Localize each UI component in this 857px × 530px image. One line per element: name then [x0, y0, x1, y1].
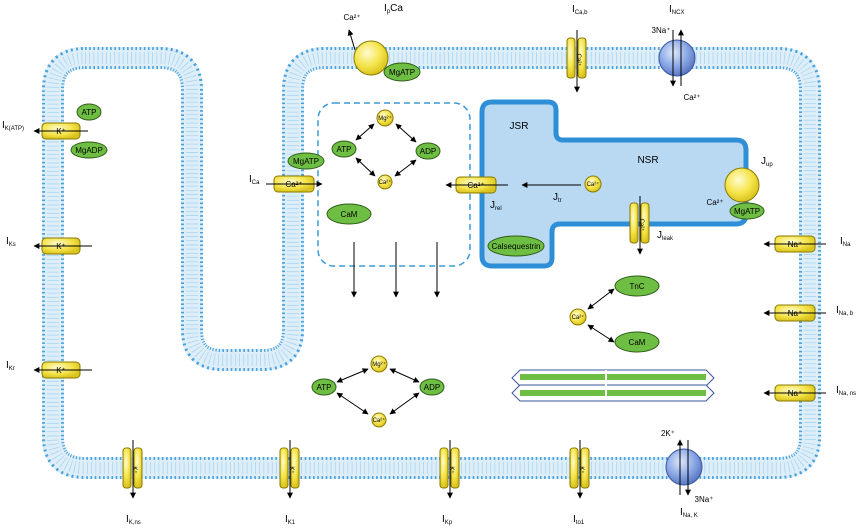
icab-ion: Ca²⁺	[575, 54, 582, 67]
sr-compartment	[479, 99, 749, 269]
membrane-core	[45, 50, 818, 476]
calsequestrin: Calsequestrin	[487, 235, 545, 257]
membrane-tails	[47, 52, 816, 474]
jleak-label: Jleak	[657, 230, 674, 242]
inab-label: INa, b	[836, 305, 854, 317]
sarcoplasmic-reticulum: JSR NSR Calsequestrin	[479, 99, 749, 269]
jtr-flux: Ca²⁺ Jtr	[521, 175, 602, 204]
cycle-top-atp: ATP	[337, 145, 352, 154]
ikp-ion: K⁺	[448, 466, 455, 473]
cycle-bottom-ca: Ca²⁺	[373, 417, 386, 424]
ik1-label: IK1	[285, 514, 296, 526]
cycle-bottom-atp: ATP	[317, 383, 332, 392]
ipca-ca-ion: Ca²⁺	[343, 13, 360, 22]
nak-na-ion: 3Na⁺	[695, 495, 714, 504]
inans-label: INa, ns	[836, 385, 856, 397]
ipca-pump: MgATP Ca²⁺ IpCa	[343, 3, 421, 82]
ikr-label: IKr	[6, 360, 15, 372]
diffusion-arrows	[351, 242, 440, 298]
ncx-ca-ion: Ca²⁺	[683, 93, 700, 102]
cam-buffer-top: CaM	[326, 203, 372, 225]
ikns-channel: K⁺ IK,ns	[122, 440, 143, 526]
ikr-channel: K⁺ IKr	[6, 360, 92, 379]
cycle-top-ca: Ca²⁺	[379, 179, 392, 186]
ik1-channel: K⁺ IK1	[279, 440, 300, 526]
jleak-ion: Ca²⁺	[638, 219, 645, 232]
membrane-heads-outer	[42, 47, 821, 479]
ito1-label: Ito1	[573, 514, 585, 526]
ica-label: ICa	[249, 174, 260, 186]
ncx-exchanger: 3Na⁺ Ca²⁺ INCX	[652, 4, 701, 102]
ikp-channel: K⁺ IKp	[439, 440, 460, 526]
ikns-label: IK,ns	[126, 514, 141, 526]
nsr-label: NSR	[637, 155, 658, 166]
mg-atp-cycle-top: ATP ADP Mg²⁺ Ca²⁺	[331, 109, 441, 190]
ikatp-mgadp: MgADP	[75, 146, 103, 155]
ikatp-label: IK(ATP)	[2, 120, 24, 132]
cycle-bottom-mg: Mg²⁺	[372, 361, 386, 368]
ito1-channel: K⁺ Ito1	[569, 440, 590, 526]
binding-ca-ion: Ca²⁺	[572, 314, 585, 321]
jup-pump: MgATP Ca²⁺ Jup	[706, 156, 773, 220]
cycle-bottom-adp: ADP	[424, 383, 440, 392]
myofilaments	[511, 369, 715, 402]
inab-channel: Na⁺ INa, b	[763, 304, 854, 322]
ikatp-atp: ATP	[82, 108, 97, 117]
thin-filament-top	[520, 374, 706, 380]
jsr-label: JSR	[510, 121, 529, 132]
ina-channel: Na⁺ INa	[763, 235, 851, 253]
inak-label: INa, K	[680, 507, 698, 519]
nak-k-ion: 2K⁺	[661, 429, 675, 438]
ipca-label: IpCa	[384, 3, 403, 15]
ik1-ion: K⁺	[288, 466, 295, 473]
cycle-top-adp: ADP	[420, 147, 436, 156]
jtr-label: Jtr	[553, 192, 562, 204]
jrel-label: Jrel	[490, 200, 502, 212]
jrel-channel: Ca²⁺ Jrel	[445, 176, 508, 212]
jup-mgatp: MgATP	[734, 207, 760, 216]
membrane-tint	[42, 47, 821, 479]
icab-channel: Ca²⁺ ICa,b	[566, 4, 588, 93]
cell-membrane	[42, 47, 821, 479]
ipca-mgatp: MgATP	[389, 68, 415, 77]
mg-atp-cycle-bottom: ATP ADP Mg²⁺ Ca²⁺	[311, 355, 445, 428]
iks-channel: K⁺ IKs	[6, 236, 92, 255]
inans-channel: Na⁺ INa, ns	[763, 384, 856, 402]
jup-label: Jup	[761, 156, 773, 168]
cam-top-label: CaM	[341, 210, 358, 219]
ncx-na-ion: 3Na⁺	[652, 26, 671, 35]
ito1-ion: K⁺	[578, 466, 585, 473]
ikp-label: IKp	[442, 514, 453, 526]
ikatp-channel: K⁺ ATP MgADP IK(ATP)	[2, 103, 108, 159]
ica-mgatp: MgATP	[293, 157, 319, 166]
jtr-ion: Ca²⁺	[587, 181, 600, 188]
ina-label: INa	[840, 236, 851, 248]
thin-filament-bottom	[520, 390, 706, 396]
iks-label: IKs	[6, 236, 16, 248]
jleak-channel: Ca²⁺ Jleak	[629, 196, 674, 255]
incx-label: INCX	[669, 4, 684, 16]
ikns-ion: K⁺	[131, 466, 138, 473]
tnc-label: TnC	[629, 282, 644, 291]
jup-ca-ion: Ca²⁺	[706, 198, 723, 207]
ica-channel: Ca²⁺ MgATP ICa	[249, 152, 325, 193]
calsequestrin-label: Calsequestrin	[492, 242, 541, 251]
nak-pump: 2K⁺ 3Na⁺ INa, K	[661, 429, 713, 519]
cam-bottom-label: CaM	[629, 338, 646, 347]
tnc-cam-binding: Ca²⁺ TnC CaM	[569, 275, 660, 353]
cycle-top-mg: Mg²⁺	[378, 115, 392, 122]
icab-label: ICa,b	[572, 4, 588, 16]
